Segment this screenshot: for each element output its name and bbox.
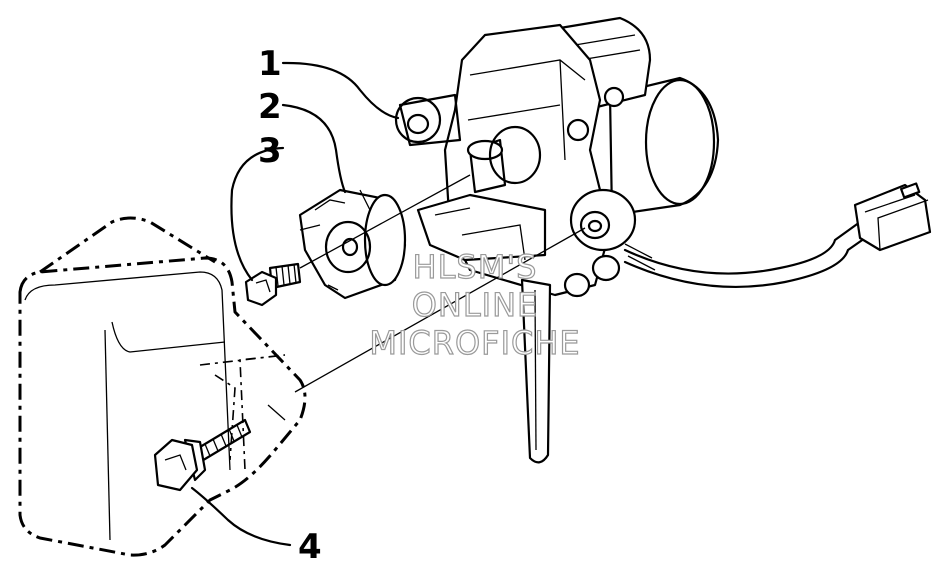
coupler (298, 188, 407, 300)
actuator-assembly (394, 16, 932, 464)
watermark-line-2: ONLINE (412, 286, 539, 324)
leader-lines (190, 61, 400, 547)
watermark-line-1: HLSM'S (413, 248, 538, 286)
callout-3: 3 (258, 131, 282, 171)
assembly-lines (267, 174, 586, 421)
watermark: HLSM'S ONLINE MICROFICHE (369, 247, 580, 362)
small-bolt (244, 262, 302, 307)
callout-4: 4 (298, 527, 322, 567)
long-bolt (153, 418, 252, 492)
cover-phantom (18, 216, 307, 557)
callout-2: 2 (258, 87, 282, 127)
watermark-line-3: MICROFICHE (369, 324, 580, 362)
callout-1: 1 (258, 44, 282, 84)
